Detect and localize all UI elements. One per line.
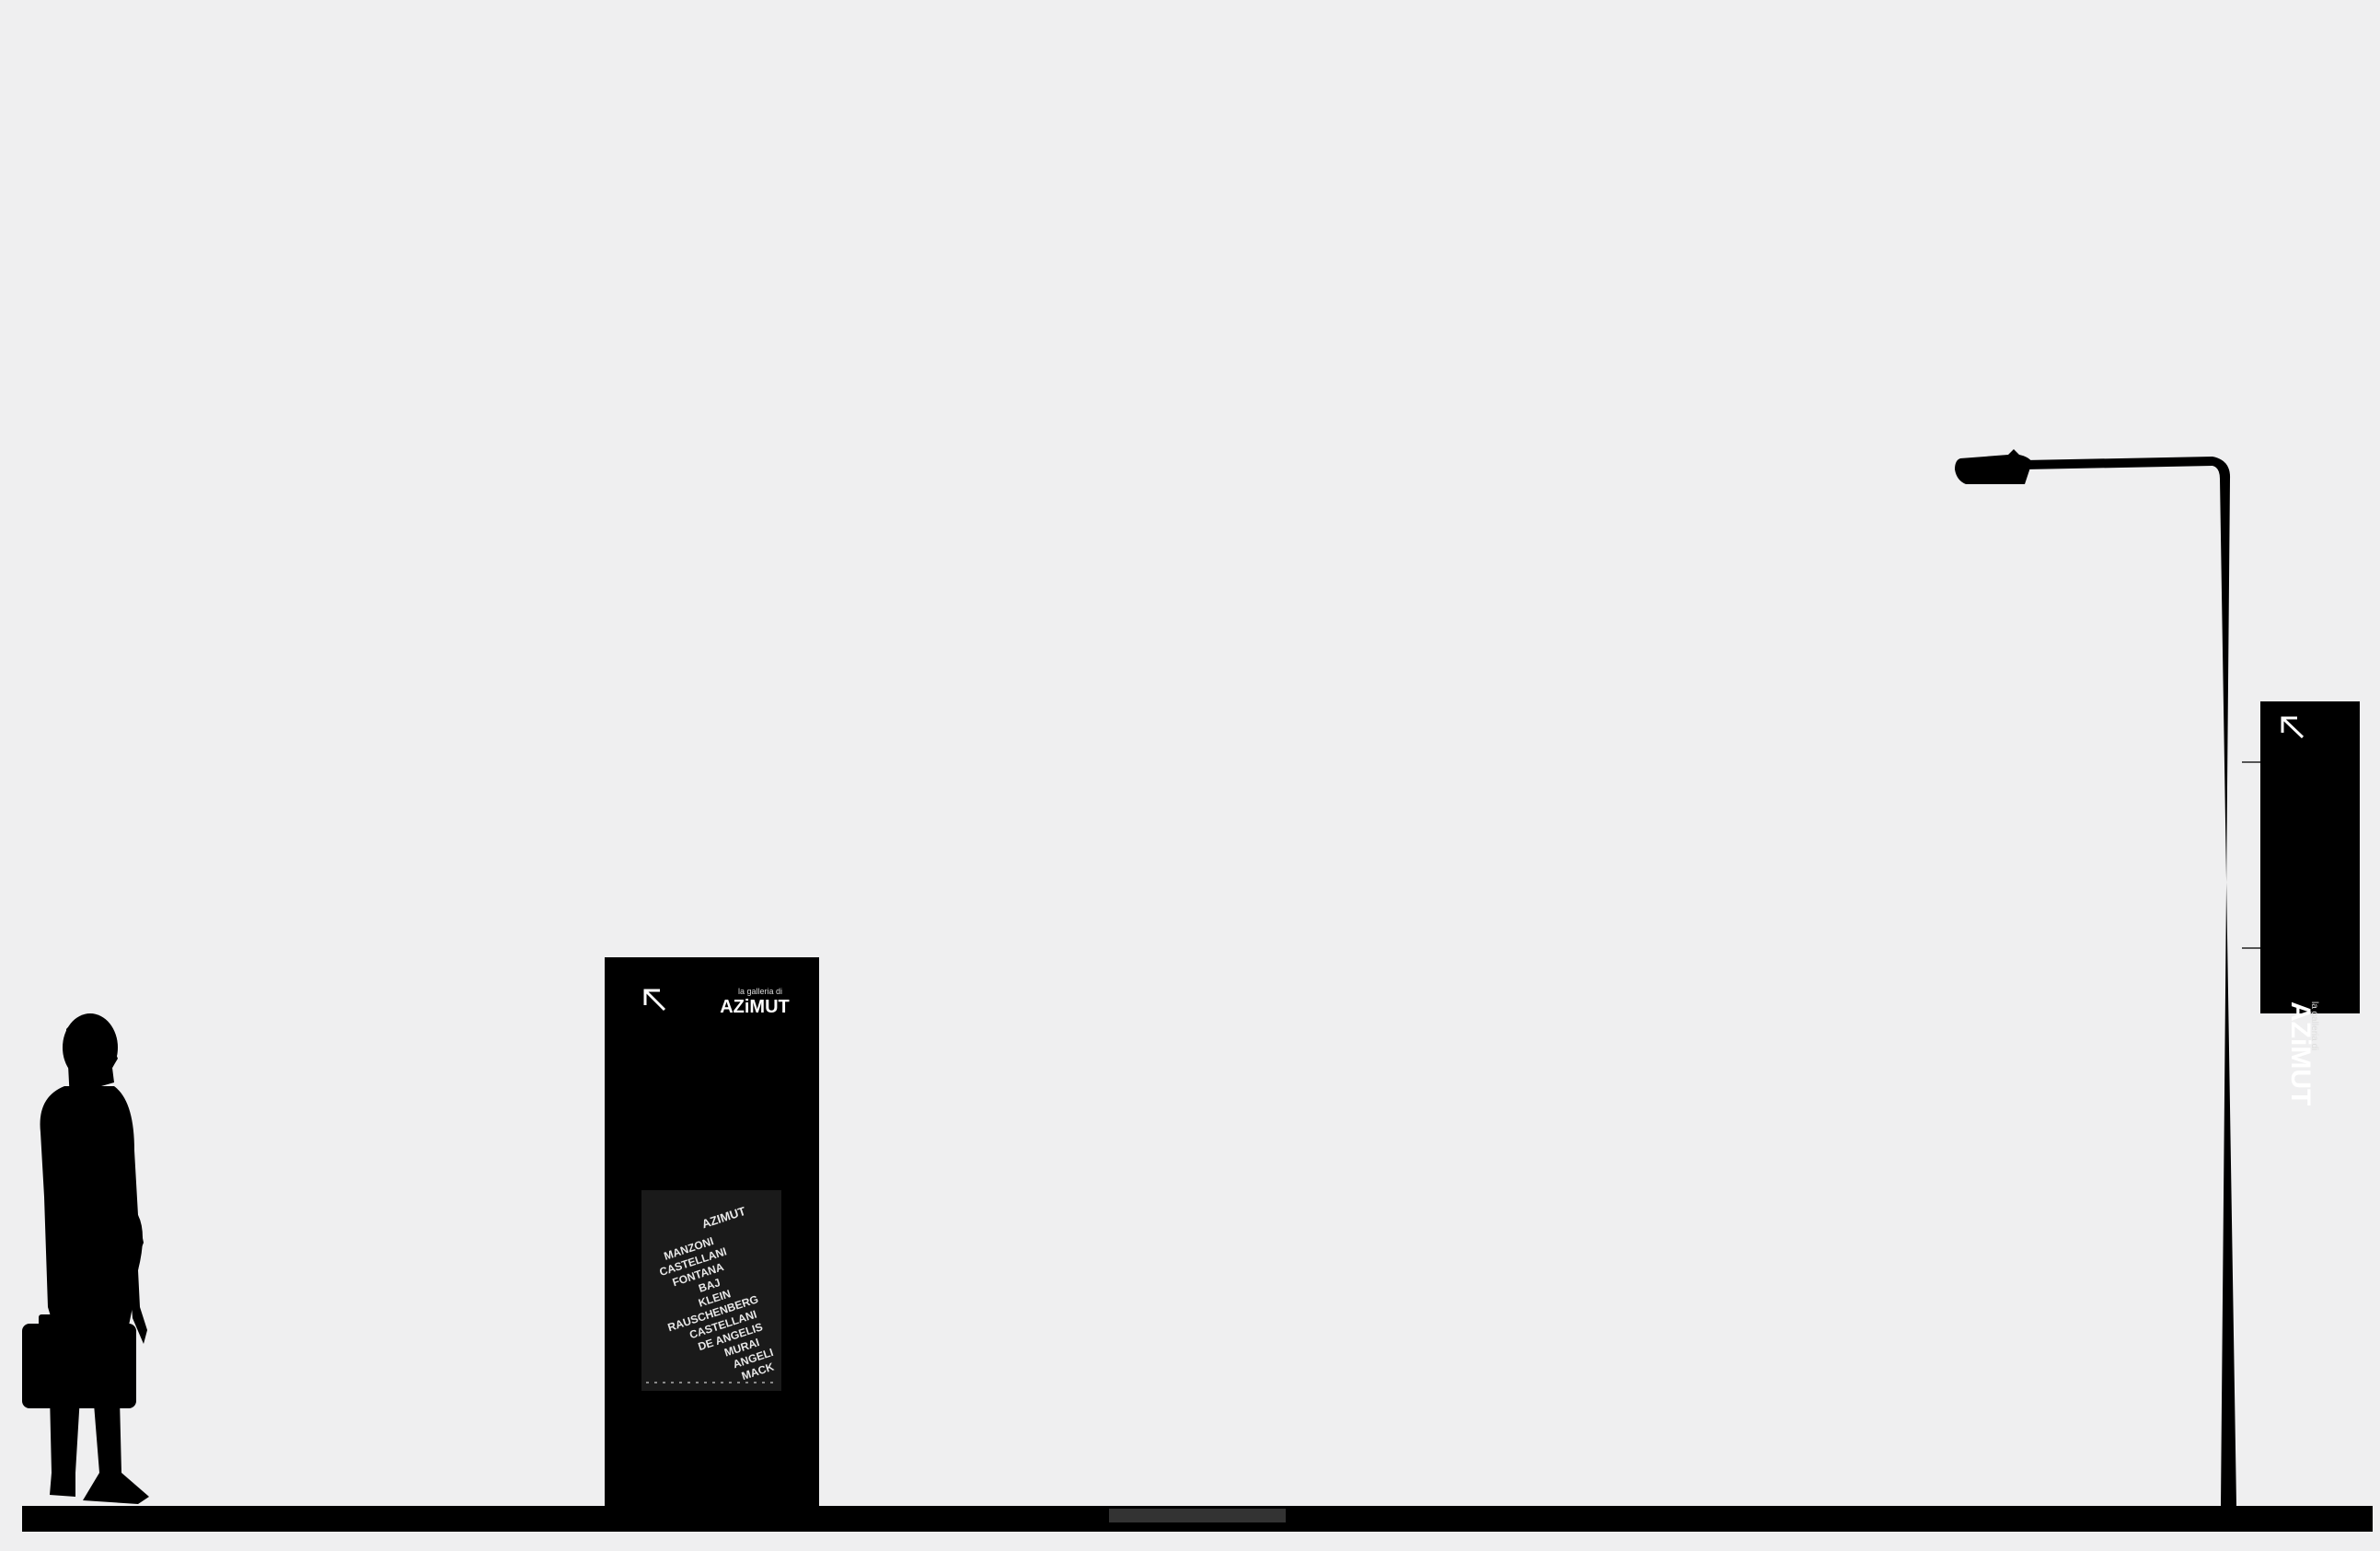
totem-small-text: la galleria di [738,987,782,996]
pole-sign: AZiMUT la galleria di [2242,701,2360,1105]
banner-brand: AZiMUT [2285,1001,2316,1105]
lamp-head [1955,449,2032,484]
banner-small-text: la galleria di [2309,1001,2319,1050]
person-silhouette [22,1013,149,1504]
ground-drain [1109,1509,1286,1522]
poster-background [641,1190,781,1391]
banner-body [2260,701,2360,1013]
event-poster: AZIMUT MANZONI CASTELLANI FONTANA BAJ KL… [641,1190,781,1391]
totem-brand: AZiMUT [720,997,790,1017]
totem-sign: la galleria di AZiMUT AZIMUT MANZONI CAS… [605,957,819,1508]
arrow-up-left-icon [2281,716,2305,739]
street-lamp [1955,449,2236,1506]
arrow-up-left-icon [643,989,666,1012]
